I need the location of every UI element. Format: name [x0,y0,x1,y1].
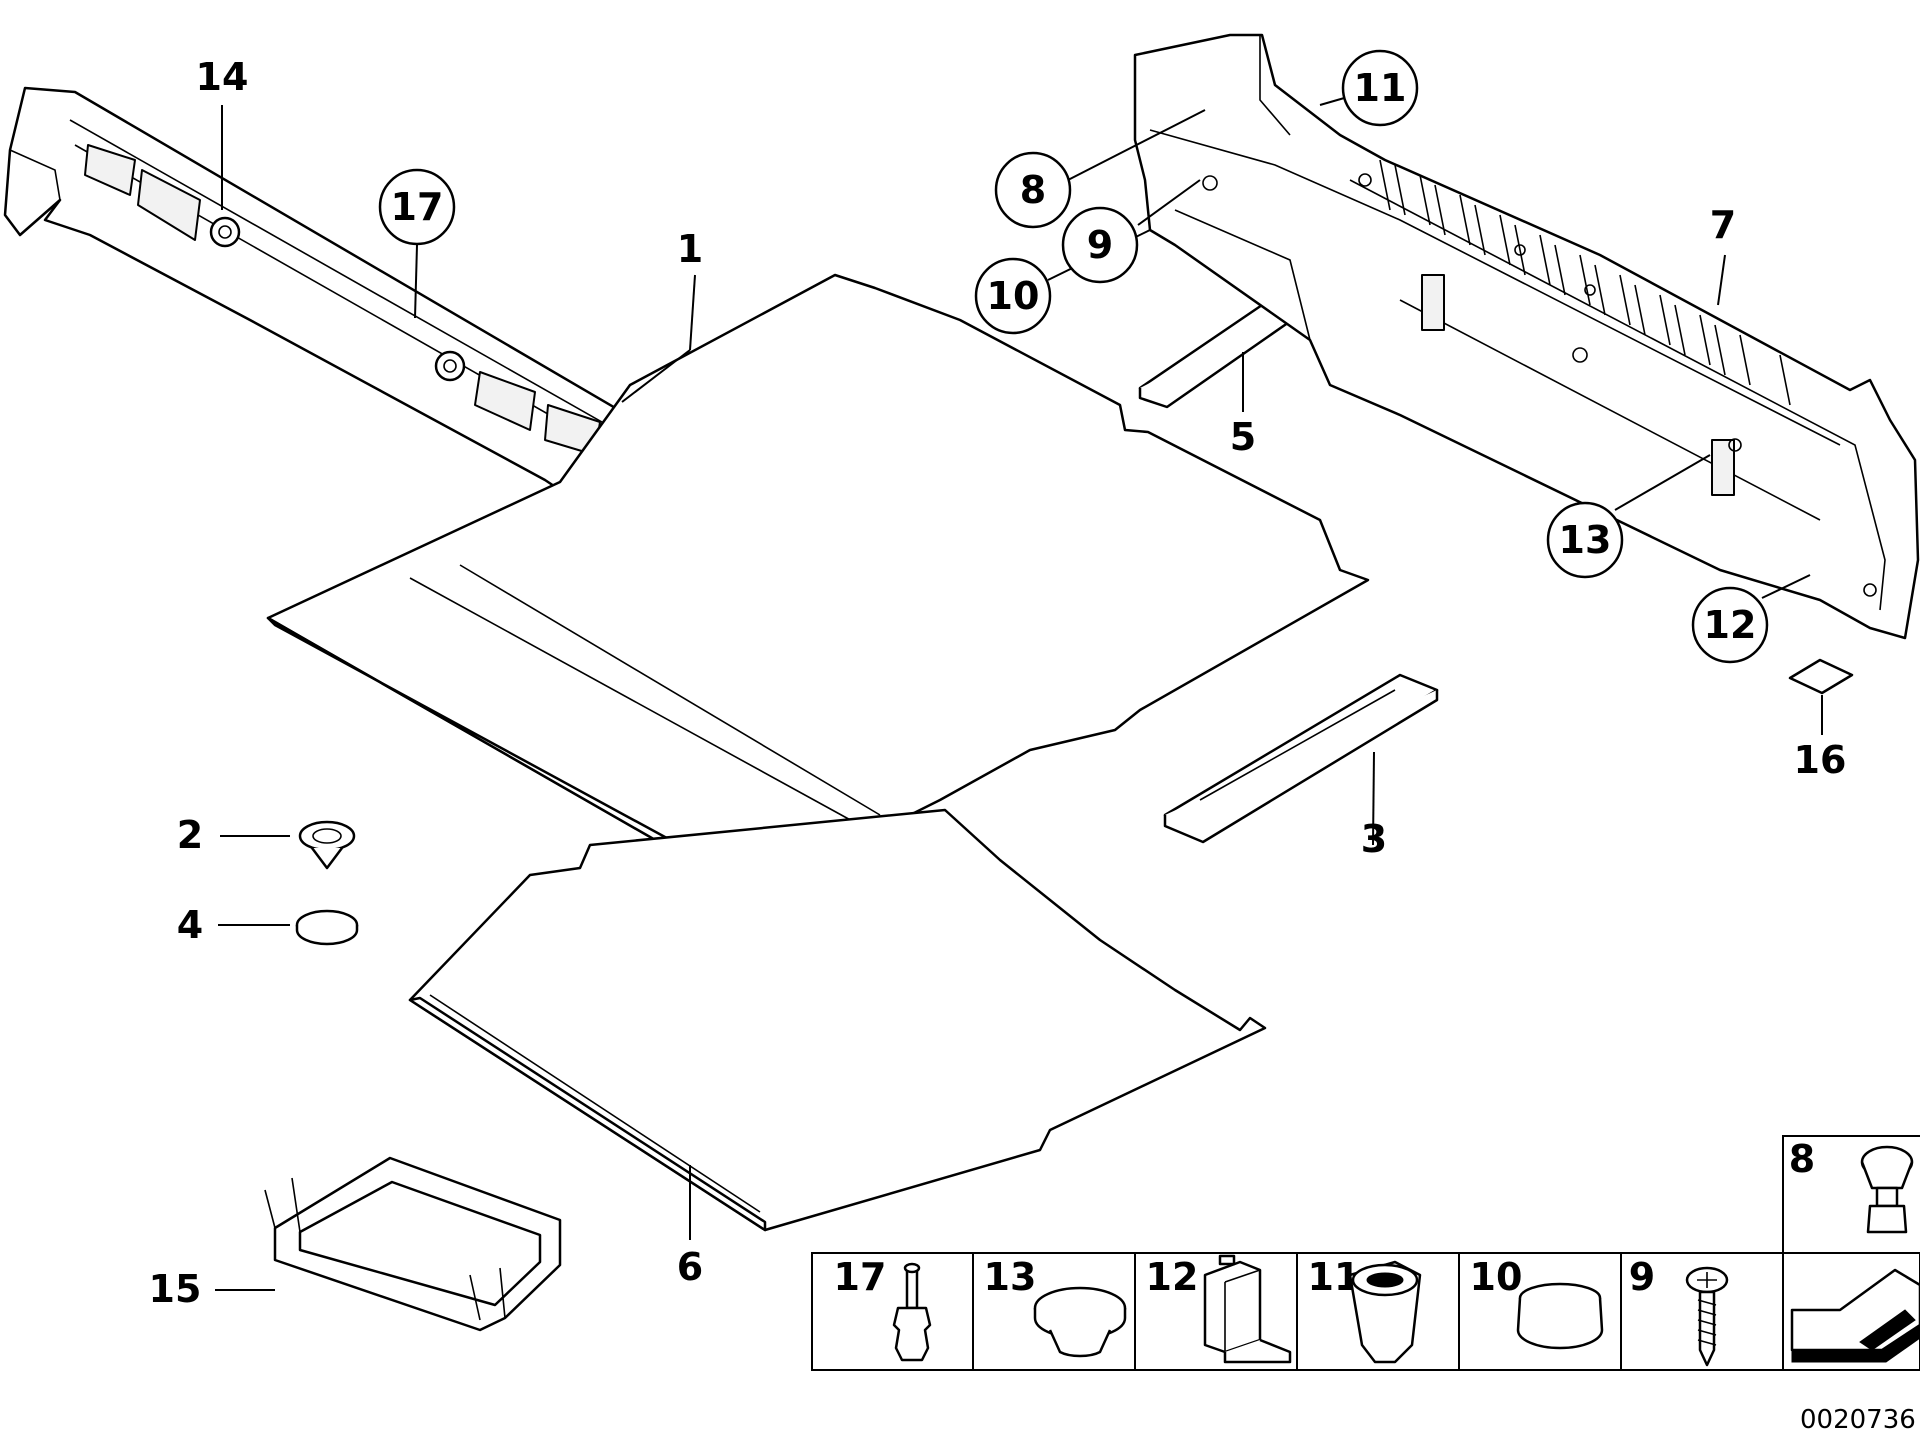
legend-label-13: 13 [984,1255,1037,1299]
callout-circle-13 [1546,501,1624,579]
callout-16: 16 [1794,738,1847,782]
callout-10: 10 [987,274,1040,318]
fastener-8-icon [1860,1145,1914,1234]
callout-14: 14 [196,55,249,99]
callout-6: 6 [677,1245,703,1289]
legend-strip [811,1252,1920,1371]
fastener-11-icon [1348,1260,1422,1364]
callout-labels: 14 1 5 7 16 2 4 3 6 15 [149,55,1847,1311]
arrow-icon [1790,1268,1920,1363]
callout-2: 2 [177,813,203,857]
part-4-plug [295,909,359,946]
fastener-9-icon [1685,1266,1729,1367]
fastener-13-icon [1033,1286,1127,1358]
callout-1: 1 [677,227,703,271]
legend-label-17: 17 [834,1255,887,1299]
callout-15: 15 [149,1267,202,1311]
fastener-12-icon [1203,1254,1292,1364]
callout-11: 11 [1354,66,1407,110]
callout-3: 3 [1361,817,1387,861]
callout-9: 9 [1087,223,1113,267]
callout-circle-12 [1691,586,1769,664]
fastener-10-icon [1516,1282,1604,1350]
callout-circle-17 [378,168,456,246]
callout-circle-9 [1061,206,1139,284]
callout-7: 7 [1710,203,1736,247]
part-7-rear-panel [1133,33,1920,640]
part-15-cover-frame [264,1156,562,1332]
legend-label-8: 8 [1789,1137,1815,1181]
legend-label-10: 10 [1470,1255,1523,1299]
legend-label-12: 12 [1146,1255,1199,1299]
callout-circle-10 [974,257,1052,335]
part-6-lower-mat [408,808,1267,1232]
circled-callouts: 17 11 8 9 10 13 12 [378,49,1769,664]
legend-label-9: 9 [1629,1255,1655,1299]
callout-circle-11 [1341,49,1419,127]
callout-5: 5 [1230,415,1256,459]
part-16-pad [1788,658,1854,695]
callout-13: 13 [1559,518,1612,562]
fastener-17-icon [892,1262,932,1362]
part-5-bracket [1138,301,1294,409]
part-3-strip [1163,673,1439,844]
callout-8: 8 [1020,168,1046,212]
leader-lines [215,89,1823,1291]
part-2-clip [298,820,356,870]
fastener-legend: 17 13 12 11 10 9 8 [811,1135,1920,1371]
callout-17: 17 [391,185,444,229]
document-id: 0020736 [1800,1405,1916,1435]
callout-circle-8 [994,151,1072,229]
callout-12: 12 [1704,603,1757,647]
callout-4: 4 [177,903,203,947]
